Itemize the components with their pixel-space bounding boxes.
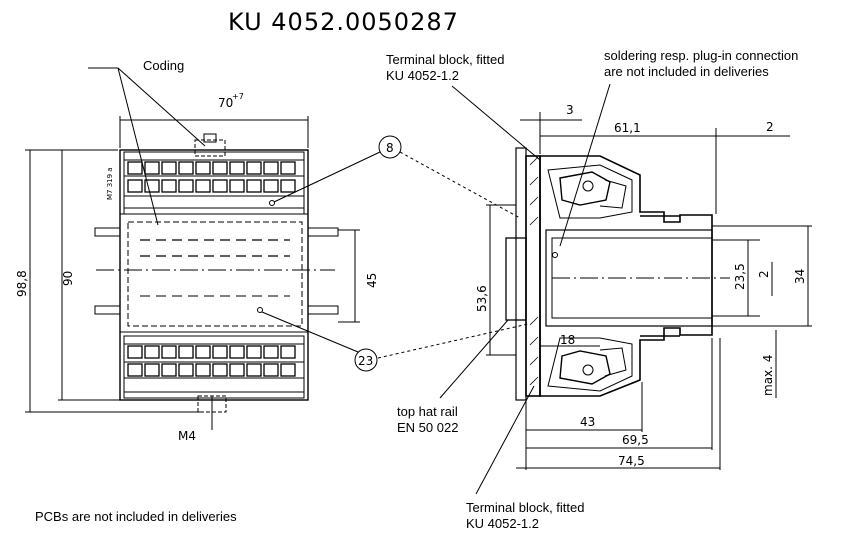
callout-8-target (269, 200, 275, 206)
bottom-terminal-detail (547, 337, 633, 392)
side-housing (539, 155, 713, 397)
middle-body (119, 213, 309, 333)
bottom-terminal-block (123, 335, 305, 399)
dim-53-6: 53,6 (475, 285, 489, 312)
callout-8-leader-left (273, 151, 381, 203)
callout-23-leader-left (261, 311, 359, 353)
soldering-note-line2: are not included in deliveries (604, 64, 769, 79)
dim-45: 45 (365, 273, 379, 288)
callout-23-number: 23 (358, 354, 373, 368)
callout-23-target (257, 307, 263, 313)
callout-23 (354, 348, 378, 372)
terminal-block-bottom-label-line1: Terminal block, fitted (466, 500, 585, 515)
dim-23-5: 23,5 (733, 263, 747, 290)
side-view: 3 61,1 2 53,6 23,5 2 34 max. 4 18 (439, 83, 812, 495)
dim-90: 90 (61, 271, 75, 286)
terminal-block-top-label-line2: KU 4052-1.2 (386, 68, 459, 83)
terminal-block-top-label-line1: Terminal block, fitted (386, 52, 505, 67)
soldering-leader (559, 83, 611, 247)
dim-2-top: 2 (766, 120, 774, 134)
top-terminal-block (123, 151, 305, 215)
dim-43: 43 (580, 415, 595, 429)
callout-8 (378, 135, 402, 159)
dim-74-5: 74,5 (618, 454, 645, 468)
dim-98-8: 98,8 (15, 270, 29, 297)
dim-3: 3 (566, 103, 574, 117)
drawing-title: KU 4052.0050287 (228, 8, 459, 36)
dim-34: 34 (793, 269, 807, 284)
terminal-top-leader (451, 85, 541, 161)
dim-2-right: 2 (757, 270, 771, 278)
dim-70: 70 (218, 96, 233, 110)
top-hat-rail-label-line2: EN 50 022 (397, 420, 459, 435)
soldering-note-line1: soldering resp. plug-in connection (604, 48, 799, 63)
callout-23-leader-right (377, 323, 529, 359)
front-view: 70 +7 98,8 90 45 M7 319 a M4 (15, 67, 379, 443)
dim-70-tol: +7 (232, 92, 244, 101)
coding-leader (88, 67, 159, 226)
top-hat-rail-label-line1: top hat rail (397, 404, 458, 419)
dim-69-5: 69,5 (622, 433, 649, 447)
top-terminal-detail (547, 164, 633, 219)
terminal-bottom-leader (475, 385, 535, 495)
dim-61-1: 61,1 (614, 121, 641, 135)
part-number: M7 319 a (106, 167, 114, 200)
dim-18: 18 (560, 333, 575, 347)
pcb-note: PCBs are not included in deliveries (35, 509, 237, 524)
dim-max-4: max. 4 (761, 355, 775, 396)
m4-label: M4 (178, 429, 196, 443)
terminal-strip (515, 147, 527, 401)
top-hat-rail-leader (439, 319, 509, 399)
terminal-block-bottom-label-line2: KU 4052-1.2 (466, 516, 539, 531)
callout-8-number: 8 (386, 141, 394, 155)
coding-key (194, 139, 226, 157)
coding-label: Coding (143, 58, 185, 73)
callout-8-leader-right (399, 151, 521, 219)
